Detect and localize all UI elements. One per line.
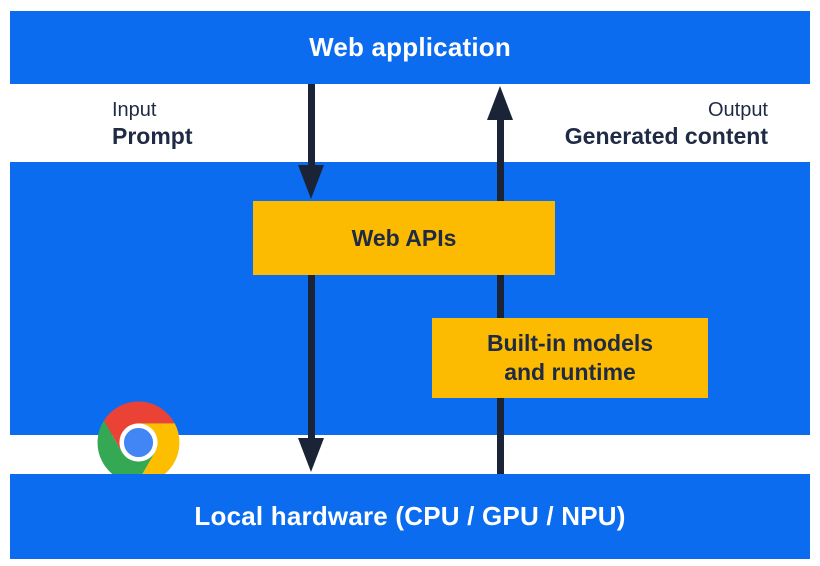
up-arrow-line xyxy=(497,117,504,474)
local-hardware-bar: Local hardware (CPU / GPU / NPU) xyxy=(10,474,810,559)
builtin-models-label-line1: Built-in models xyxy=(486,330,654,356)
output-value: Generated content xyxy=(564,123,768,149)
local-hardware-label: Local hardware (CPU / GPU / NPU) xyxy=(194,501,626,531)
chrome-logo-icon xyxy=(97,401,179,484)
input-label-group: Input Prompt xyxy=(112,98,193,150)
web-apis-box: Web APIs xyxy=(253,201,555,275)
web-application-label: Web application xyxy=(309,32,511,62)
web-application-bar: Web application xyxy=(10,11,810,84)
down-arrow-bottom-line xyxy=(308,275,315,440)
down-arrow-top-line xyxy=(308,84,315,168)
output-label-group: Output Generated content xyxy=(565,98,768,150)
input-value: Prompt xyxy=(112,123,193,149)
output-title: Output xyxy=(707,99,768,121)
up-arrow-head-icon xyxy=(487,86,513,120)
builtin-models-box: Built-in models and runtime xyxy=(432,318,708,398)
builtin-models-label-line2: and runtime xyxy=(504,359,636,385)
down-arrow-bottom-head-icon xyxy=(298,438,324,472)
web-apis-label: Web APIs xyxy=(351,224,457,251)
down-arrow-top-head-icon xyxy=(298,165,324,199)
input-title: Input xyxy=(112,99,157,121)
